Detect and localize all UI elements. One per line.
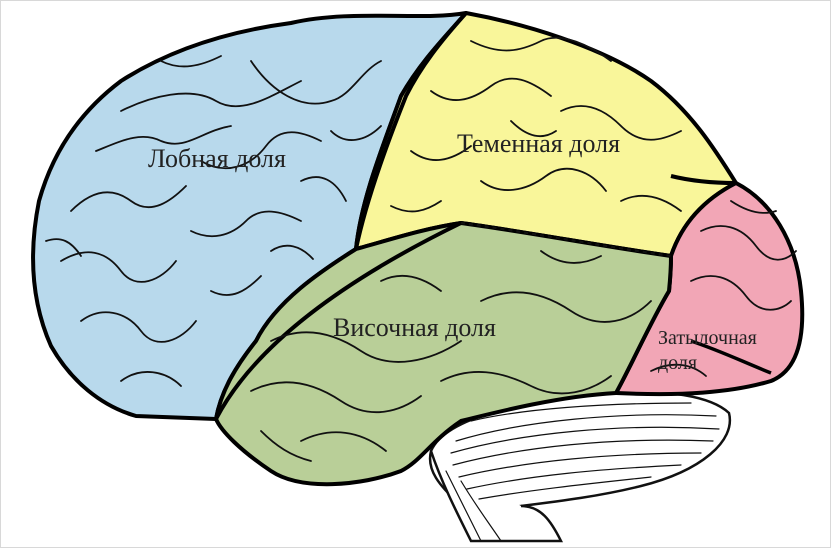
occipital-folds	[650, 200, 797, 377]
central-sulcus	[354, 11, 468, 250]
parietal-temporal-boundary	[460, 222, 672, 257]
occipital-lobe-label: Затылочная доля	[658, 326, 757, 376]
occipital-sulcus	[690, 339, 772, 375]
occipital-lobe-label-line2: доля	[658, 352, 698, 374]
lateral-fissure	[214, 221, 462, 420]
frontal-folds	[45, 55, 382, 387]
frontal-lobe-label: Лобная доля	[148, 144, 286, 173]
occipital-lobe-label-line1: Затылочная	[658, 327, 757, 349]
temporal-lobe-label: Височная доля	[333, 313, 496, 342]
cerebellum-folds	[445, 402, 720, 542]
temporal-lobe	[214, 221, 673, 487]
parietal-folds	[390, 36, 682, 213]
parietal-lobe-label: Теменная доля	[457, 129, 621, 158]
temporal-folds	[250, 250, 652, 462]
parieto-occipital-sulcus	[670, 174, 737, 185]
